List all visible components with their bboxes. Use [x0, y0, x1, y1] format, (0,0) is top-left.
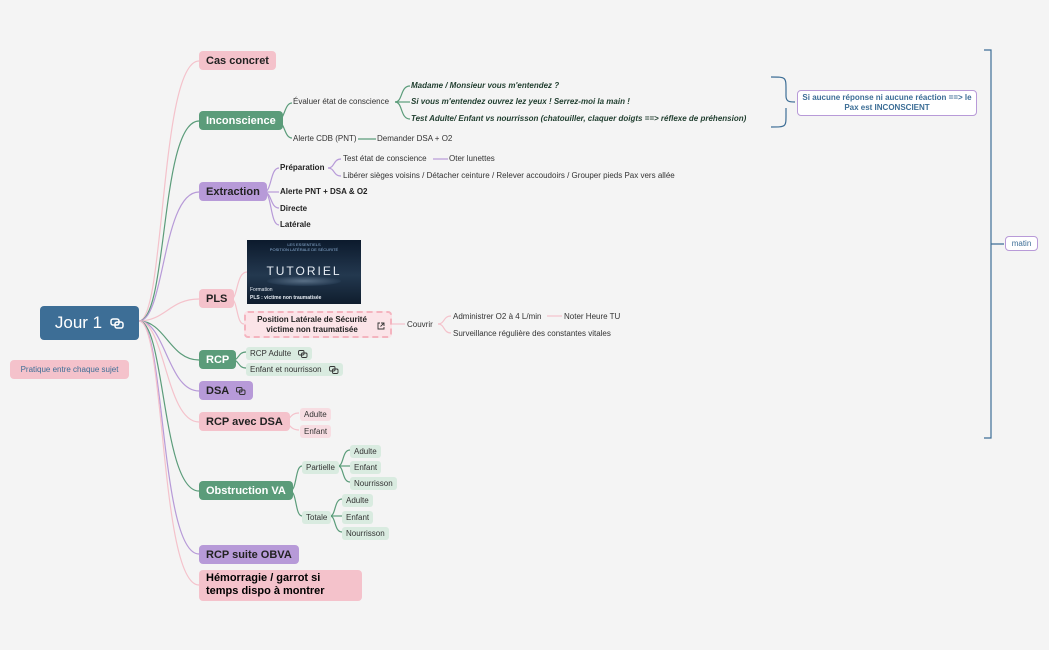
link-icon[interactable] — [236, 386, 246, 395]
pls-administrer[interactable]: Administrer O2 à 4 L/min — [453, 312, 542, 321]
inconscience-item-1[interactable]: Madame / Monsieur vous m'entendez ? — [411, 81, 560, 90]
rcp-dsa-enfant[interactable]: Enfant — [300, 425, 332, 438]
inconscience-callout[interactable]: Si aucune réponse ni aucune réaction ==>… — [797, 90, 977, 116]
external-link-icon[interactable] — [377, 322, 385, 330]
topic-dsa-label: DSA — [206, 384, 230, 397]
pls-box-label: Position Latérale de Sécurité victime no… — [257, 314, 367, 334]
topic-obstruction[interactable]: Obstruction VA — [199, 481, 293, 500]
partielle-nourrisson[interactable]: Nourrisson — [350, 477, 397, 490]
inconscience-evaluer[interactable]: Évaluer état de conscience — [293, 97, 390, 106]
extraction-directe[interactable]: Directe — [280, 204, 308, 213]
rcp-enfant[interactable]: Enfant et nourrisson — [246, 363, 343, 376]
pls-surveillance[interactable]: Surveillance régulière des constantes vi… — [453, 329, 611, 338]
extraction-laterale[interactable]: Latérale — [280, 220, 311, 229]
pls-noter[interactable]: Noter Heure TU — [564, 312, 621, 321]
extraction-oter[interactable]: Oter lunettes — [449, 154, 495, 163]
topic-pls[interactable]: PLS — [199, 289, 235, 308]
extraction-liberer[interactable]: Libérer sièges voisins / Détacher ceintu… — [343, 171, 675, 180]
topic-inconscience[interactable]: Inconscience — [199, 111, 283, 130]
rcp-enfant-label: Enfant et nourrisson — [250, 365, 322, 374]
totale-enfant[interactable]: Enfant — [342, 511, 374, 524]
topic-cas-concret[interactable]: Cas concret — [199, 51, 276, 70]
pls-box[interactable]: Position Latérale de Sécurité victime no… — [244, 311, 392, 338]
link-icon[interactable] — [328, 365, 339, 374]
rcp-adulte[interactable]: RCP Adulte — [246, 347, 313, 360]
topic-hemorragie[interactable]: Hémorragie / garrot si temps dispo à mon… — [199, 570, 362, 601]
rcp-dsa-adulte[interactable]: Adulte — [300, 408, 331, 421]
summary-matin[interactable]: matin — [1005, 236, 1038, 251]
image-line2: POSITION LATÉRALE DE SÉCURITÉ — [269, 247, 339, 252]
image-title: TUTORIEL — [266, 264, 342, 278]
totale-adulte[interactable]: Adulte — [342, 494, 373, 507]
inconscience-item-2[interactable]: Si vous m'entendez ouvrez lez yeux ! Ser… — [411, 97, 630, 106]
topic-dsa[interactable]: DSA — [199, 381, 254, 400]
link-icon[interactable] — [298, 349, 308, 358]
topic-extraction[interactable]: Extraction — [199, 182, 267, 201]
inconscience-demander[interactable]: Demander DSA + O2 — [377, 134, 453, 143]
inconscience-alerte[interactable]: Alerte CDB (PNT) — [293, 134, 357, 143]
extraction-alerte[interactable]: Alerte PNT + DSA & O2 — [280, 187, 368, 196]
extraction-preparation[interactable]: Préparation — [280, 163, 325, 172]
topic-rcp-dsa[interactable]: RCP avec DSA — [199, 412, 290, 431]
root-label: Jour 1 — [54, 313, 103, 332]
topic-rcp-obva[interactable]: RCP suite OBVA — [199, 545, 299, 564]
practice-note[interactable]: Pratique entre chaque sujet — [10, 360, 129, 379]
partielle-adulte[interactable]: Adulte — [350, 445, 381, 458]
topic-rcp[interactable]: RCP — [199, 350, 237, 369]
obstruction-totale[interactable]: Totale — [302, 511, 332, 524]
partielle-enfant[interactable]: Enfant — [350, 461, 382, 474]
totale-nourrisson[interactable]: Nourrisson — [342, 527, 389, 540]
extraction-test[interactable]: Test état de conscience — [343, 154, 427, 163]
link-icon[interactable] — [110, 316, 124, 330]
inconscience-item-3[interactable]: Test Adulte/ Enfant vs nourrisson (chato… — [411, 114, 747, 123]
root-node[interactable]: Jour 1 — [40, 306, 139, 340]
pls-tutorial-image[interactable]: LES ESSENTIELS POSITION LATÉRALE DE SÉCU… — [247, 240, 361, 304]
obstruction-partielle[interactable]: Partielle — [302, 461, 339, 474]
image-formation: Formation — [250, 287, 273, 293]
image-caption: PLS : victime non traumatisée — [250, 295, 322, 301]
pls-couvrir[interactable]: Couvrir — [407, 320, 433, 329]
rcp-adulte-label: RCP Adulte — [250, 349, 292, 358]
victim-figure — [267, 276, 341, 286]
image-line1: LES ESSENTIELS — [287, 242, 321, 247]
